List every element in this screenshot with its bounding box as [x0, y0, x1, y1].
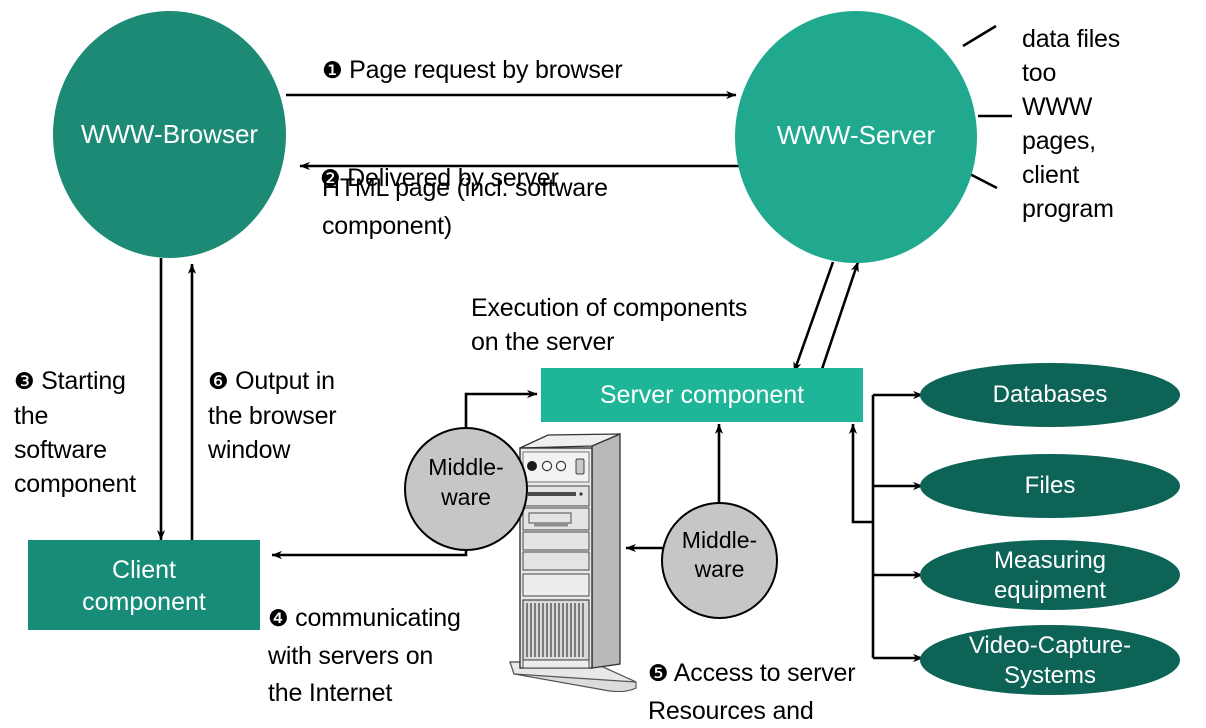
- step1-text: Page request by browser: [349, 56, 623, 84]
- step6-marker: ❻: [208, 369, 229, 395]
- node-www-server[interactable]: [735, 11, 977, 263]
- resource-measuring-equipment[interactable]: [920, 540, 1180, 610]
- arrow-server-component-to-server: [819, 261, 860, 373]
- step5-text: Access to server Resources and other ser…: [648, 659, 856, 725]
- arrow-server-to-server-component: [792, 261, 835, 373]
- tick-line-top: [962, 24, 997, 48]
- resource-video-capture-systems[interactable]: [920, 625, 1180, 695]
- step5-marker: ❺: [648, 661, 669, 687]
- node-middleware-left[interactable]: [404, 427, 528, 551]
- step4-marker: ❹: [268, 606, 289, 632]
- resource-databases[interactable]: [920, 363, 1180, 427]
- resource-files[interactable]: [920, 454, 1180, 518]
- server-machine-illustration: [509, 433, 637, 692]
- node-www-browser[interactable]: [53, 11, 286, 258]
- annotation-step3: ❸ Starting the software component: [14, 330, 199, 501]
- annotation-step1: ❶ Page request by browser: [322, 24, 742, 87]
- arrow-resources-to-server-component: [848, 423, 873, 524]
- node-server-component[interactable]: [541, 368, 863, 422]
- node-client-component[interactable]: [28, 540, 260, 630]
- annotation-server-contents: data files too WWW pages, client program: [1022, 25, 1121, 223]
- annotation-step6: ❻ Output in the browser window: [208, 330, 403, 467]
- step6-text: Output in the browser window: [208, 367, 337, 464]
- node-middleware-right[interactable]: [661, 502, 778, 619]
- annotation-step4: ❹ communicating with servers on the Inte…: [268, 563, 523, 712]
- step3-text: Starting the software component: [14, 367, 136, 498]
- step4-text: communicating with servers on the Intern…: [268, 604, 461, 707]
- annotation-step2-line2: HTML page (incl. software: [322, 174, 608, 202]
- annotation-step5: ❺ Access to server Resources and other s…: [648, 618, 938, 728]
- annotation-step2-line3: component): [322, 212, 453, 240]
- annotation-step2: ❷ Delivered by server: [320, 132, 750, 195]
- annotation-execution: Execution of components on the server: [471, 294, 748, 356]
- step2-text: Delivered by server: [347, 164, 559, 192]
- step1-marker: ❶: [322, 58, 343, 84]
- step2-marker: ❷: [320, 166, 341, 192]
- step3-marker: ❸: [14, 369, 35, 395]
